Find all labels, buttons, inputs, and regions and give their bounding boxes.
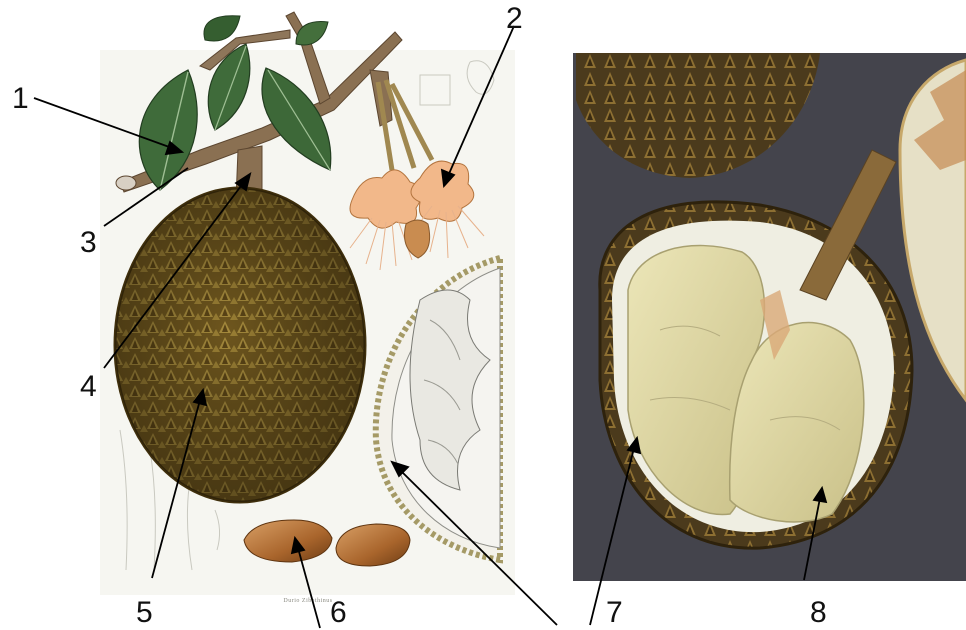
durian-photograph (573, 53, 966, 581)
label-2: 2 (506, 4, 523, 34)
label-7: 7 (606, 598, 623, 628)
label-6: 6 (330, 598, 347, 628)
label-3: 3 (80, 228, 97, 258)
label-5: 5 (136, 598, 153, 628)
label-4: 4 (80, 372, 97, 402)
label-1: 1 (12, 84, 29, 114)
label-8: 8 (810, 598, 827, 628)
durian-fruit-illustration (115, 188, 365, 502)
plate-caption: Durio Zibethinus (283, 598, 332, 604)
botanical-plate: Durio Zibethinus (100, 12, 515, 604)
